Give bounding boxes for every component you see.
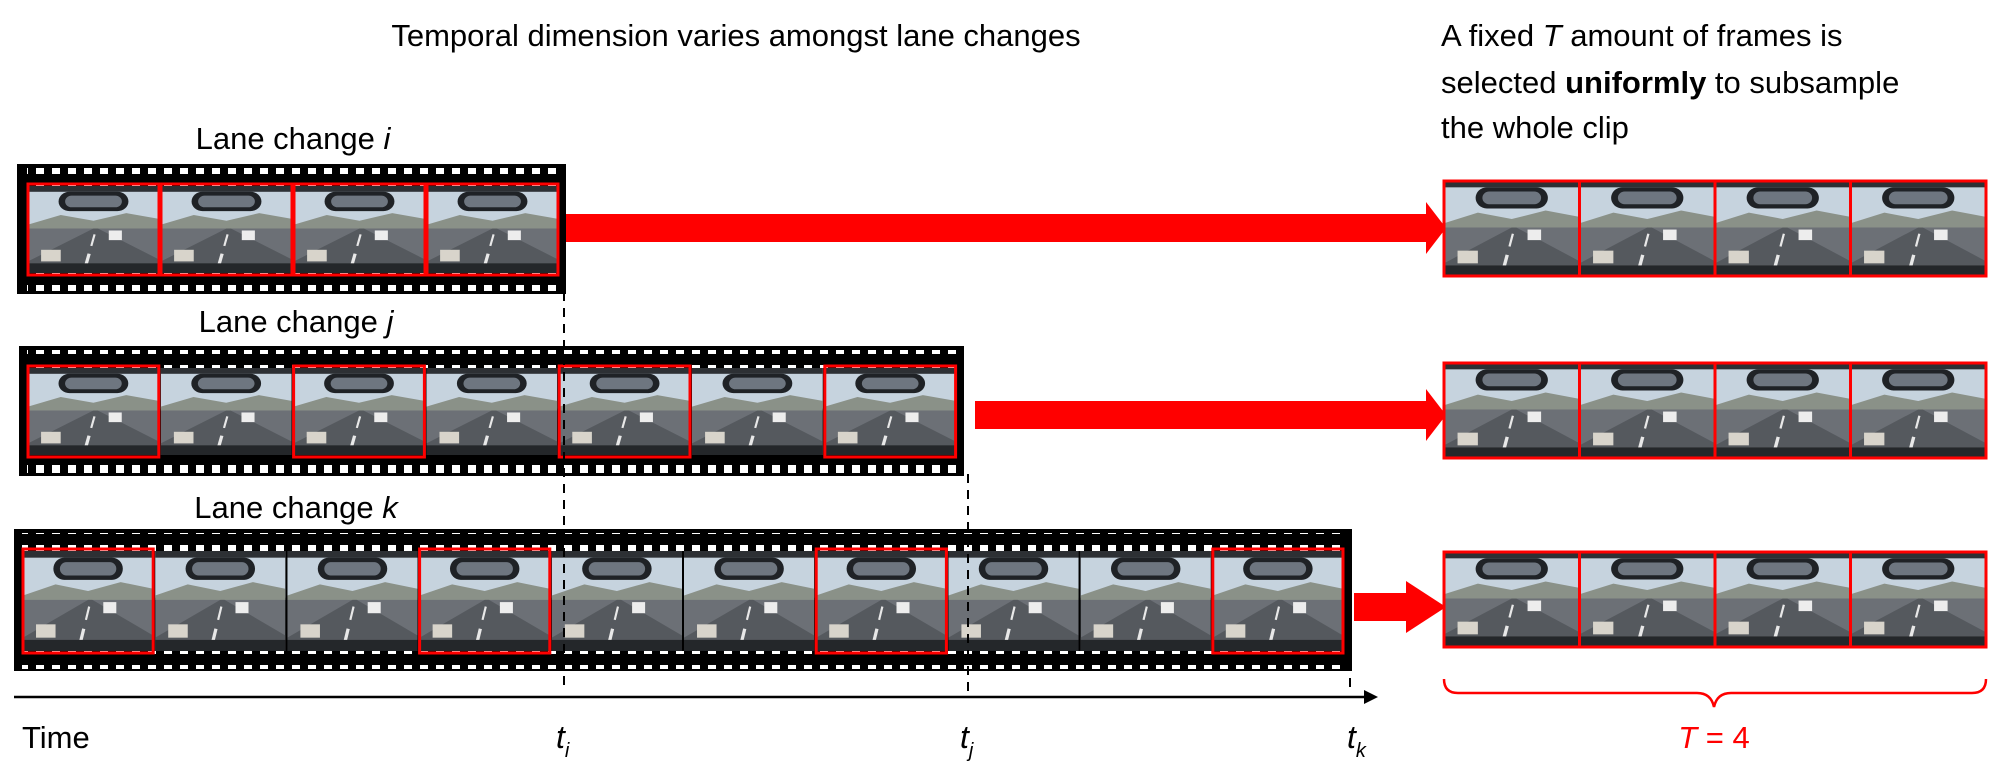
output-frame	[1850, 181, 1986, 276]
tick-label-k: tk	[1347, 719, 1367, 762]
output-frame	[1444, 552, 1580, 647]
film-frame	[684, 551, 815, 651]
selected-frame-highlight	[814, 547, 948, 655]
right-header-line-1: A fixed T amount of frames is	[1441, 18, 1842, 53]
film-frame	[1080, 551, 1211, 651]
selected-frame-highlight	[292, 364, 426, 459]
dashed-guides	[563, 292, 1351, 692]
brace-label: T = 4	[1678, 720, 1750, 755]
film-frame	[816, 551, 947, 651]
film-frame	[294, 186, 425, 273]
output-frame-border	[1849, 361, 1988, 460]
film-frame	[28, 368, 159, 455]
left-header-title: Temporal dimension varies amongst lane c…	[391, 18, 1080, 53]
film-frame	[23, 551, 154, 651]
film-frame	[1212, 551, 1343, 651]
arrow-k	[1354, 581, 1446, 633]
output-frame	[1579, 363, 1715, 458]
film-frame	[287, 551, 418, 651]
output-frame	[1579, 181, 1715, 276]
film-frame	[824, 368, 956, 455]
film-frame	[427, 186, 558, 273]
tick-label-j: tj	[960, 719, 974, 762]
film-frame	[160, 368, 292, 455]
output-frame	[1715, 363, 1851, 458]
output-frame-border	[1849, 550, 1988, 649]
film-frame	[692, 368, 823, 455]
right-header-line-3: the whole clip	[1441, 110, 1629, 145]
film-frame	[426, 368, 558, 455]
selected-frame-highlight	[425, 182, 560, 277]
clip-label-k: Lane change k	[194, 490, 399, 525]
output-frame	[1850, 552, 1986, 647]
output-frame-border	[1849, 179, 1988, 278]
output-frame	[1444, 181, 1580, 276]
arrows	[566, 202, 1446, 633]
arrow-i	[566, 202, 1446, 254]
time-axis	[14, 690, 1378, 704]
selected-frame-highlight	[823, 364, 958, 459]
arrow-j	[975, 389, 1446, 441]
selected-frame-highlight	[21, 547, 155, 655]
clip-label-j: Lane change j	[199, 304, 395, 339]
film-frame	[551, 551, 682, 651]
tick-label-i: ti	[556, 719, 570, 762]
output-frames	[1442, 179, 1988, 649]
selected-frame-highlight	[1211, 547, 1345, 655]
film-frame	[419, 551, 550, 651]
selected-frame-highlight	[159, 182, 294, 277]
film-frame	[155, 551, 286, 651]
output-frame	[1850, 363, 1986, 458]
output-frame	[1444, 363, 1580, 458]
selected-frame-highlight	[26, 364, 161, 459]
film-frame	[161, 186, 292, 273]
selected-frame-highlight	[557, 364, 692, 459]
output-frame	[1579, 552, 1715, 647]
output-frame	[1715, 552, 1851, 647]
film-frame	[559, 368, 691, 455]
clip-label-i: Lane change i	[196, 121, 392, 156]
selected-frame-highlight	[418, 547, 552, 655]
film-frame	[28, 186, 159, 273]
selected-frame-highlight	[292, 182, 427, 277]
selected-frame-highlight	[26, 182, 161, 277]
output-frame	[1715, 181, 1851, 276]
film-frame	[293, 368, 425, 455]
time-axis-label: Time	[22, 720, 90, 755]
clip-frames	[21, 182, 1345, 655]
right-header-line-2: selected uniformly to subsample	[1441, 65, 1899, 100]
output-brace	[1442, 678, 1988, 708]
